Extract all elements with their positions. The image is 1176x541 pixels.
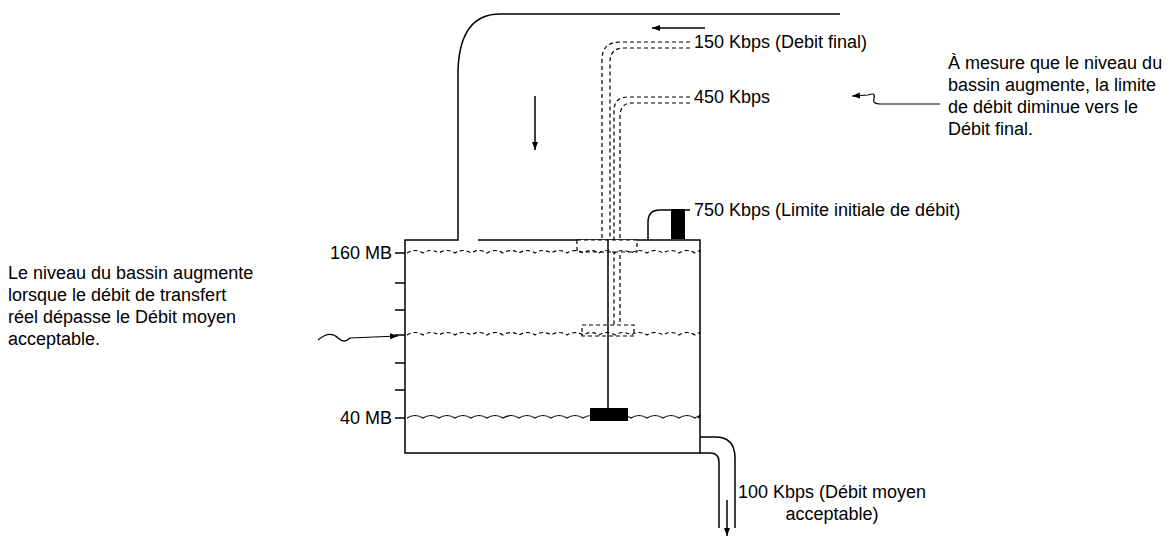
water-level	[407, 251, 700, 254]
flow-arrow	[534, 96, 536, 150]
valve-arm	[648, 210, 690, 240]
level-tick	[395, 309, 405, 311]
note-text: Le niveau du bassin augmente lorsque le …	[8, 262, 258, 350]
outflow-pipe	[700, 453, 719, 528]
water-level	[407, 416, 700, 419]
leader-line	[852, 94, 940, 104]
level-tick	[395, 417, 405, 419]
flow-arrow	[726, 500, 728, 536]
water-level	[407, 333, 700, 336]
level-tick	[395, 362, 405, 364]
level-tick	[395, 282, 405, 284]
leader-line	[318, 334, 398, 341]
outflow-pipe	[700, 437, 735, 528]
level-label: 40 MB	[340, 407, 392, 429]
level-label: 160 MB	[330, 242, 392, 264]
valve-rod-initial	[607, 240, 609, 410]
valve-rod-mid	[614, 97, 690, 325]
note-text: À mesure que le niveau du bassin augment…	[948, 52, 1163, 140]
rate-label: 750 Kbps (Limite initiale de débit)	[694, 199, 960, 221]
rate-label: 150 Kbps (Debit final)	[694, 31, 867, 53]
rate-label: 450 Kbps	[694, 86, 770, 108]
rate-label: 100 Kbps (Débit moyen acceptable)	[732, 481, 932, 525]
tank-top	[477, 70, 479, 240]
float-low	[590, 408, 628, 421]
level-tick	[395, 389, 405, 391]
inflow-pipe	[405, 14, 840, 453]
valve-initial	[671, 209, 685, 239]
valve-rod-final	[602, 42, 690, 240]
flow-arrow	[652, 27, 705, 29]
level-tick	[395, 252, 405, 254]
tank-right-wall	[478, 240, 700, 437]
